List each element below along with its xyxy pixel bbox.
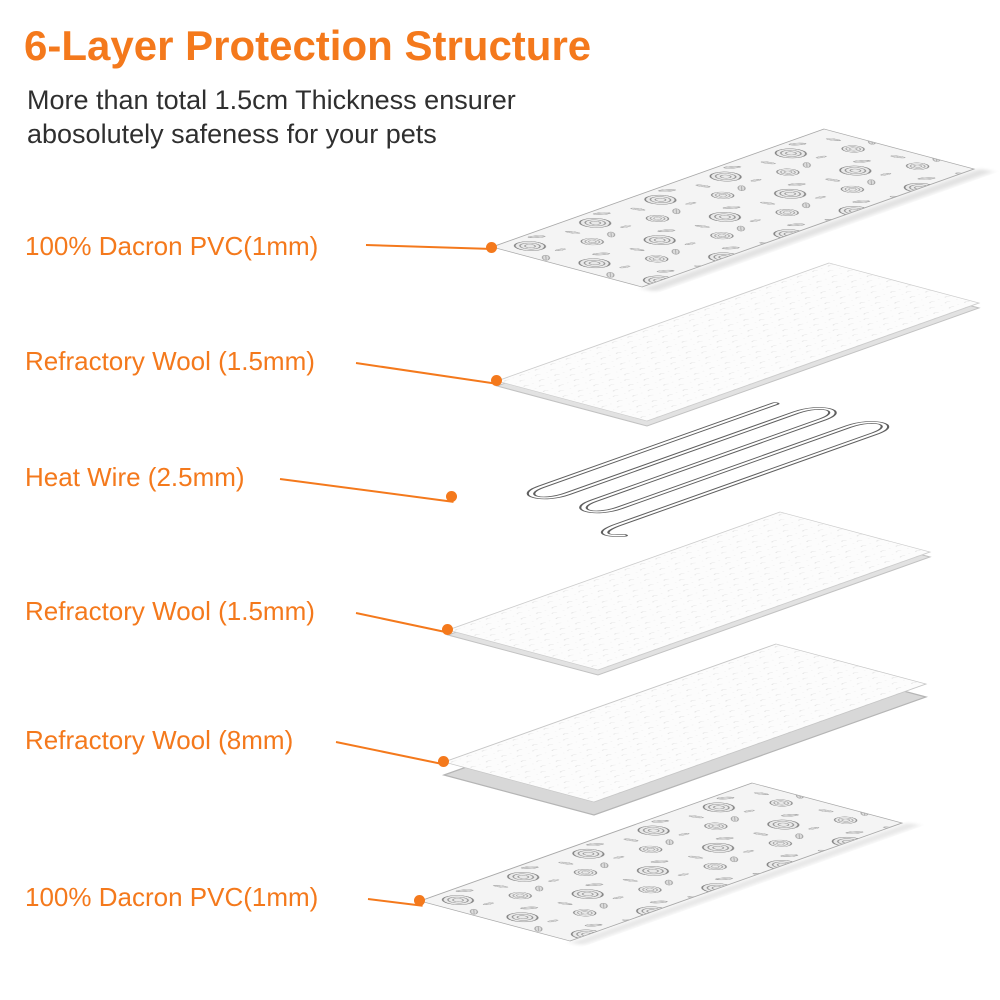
layer-label-3: Heat Wire (2.5mm) (25, 462, 245, 492)
layer-label-4: Refractory Wool (1.5mm) (25, 596, 315, 626)
floral-sheet-svg (418, 782, 920, 946)
page-title: 6-Layer Protection Structure (24, 22, 592, 69)
layer-label-5: Refractory Wool (8mm) (25, 725, 294, 755)
layer-sheet-heat-wire (444, 379, 944, 579)
heat-wire-svg (526, 402, 890, 537)
layer-sheet-wool-1 (489, 262, 989, 463)
connector-dot-6 (414, 895, 425, 906)
layer-sheet-wool-2 (440, 511, 940, 712)
layer-label-2: Refractory Wool (1.5mm) (25, 346, 315, 376)
wool-thick-sheet-svg (441, 643, 929, 816)
connector-dot-1 (486, 242, 497, 253)
wool-sheet-svg (446, 511, 932, 676)
leader-line-5 (335, 741, 447, 766)
layer-sheet-floral-top (484, 128, 993, 329)
floral-sheet-svg (490, 128, 993, 292)
leader-line-1 (365, 244, 493, 250)
connector-dot-4 (442, 624, 453, 635)
subtitle-line-1: More than total 1.5cm Thickness ensurer (27, 85, 516, 115)
connector-dot-2 (491, 375, 502, 386)
leader-line-3 (279, 478, 454, 503)
connector-dot-3 (446, 491, 457, 502)
layer-label-6: 100% Dacron PVC(1mm) (25, 882, 319, 912)
layer-sheet-wool-thick (436, 643, 936, 844)
layer-sheet-floral-bottom (412, 782, 920, 983)
subtitle-line-2: abosolutely safeness for your pets (27, 119, 437, 149)
layer-label-1: 100% Dacron PVC(1mm) (25, 231, 319, 261)
wool-sheet-svg (495, 262, 981, 427)
leader-line-2 (355, 362, 498, 385)
connector-dot-5 (438, 756, 449, 767)
leader-line-4 (355, 612, 450, 634)
